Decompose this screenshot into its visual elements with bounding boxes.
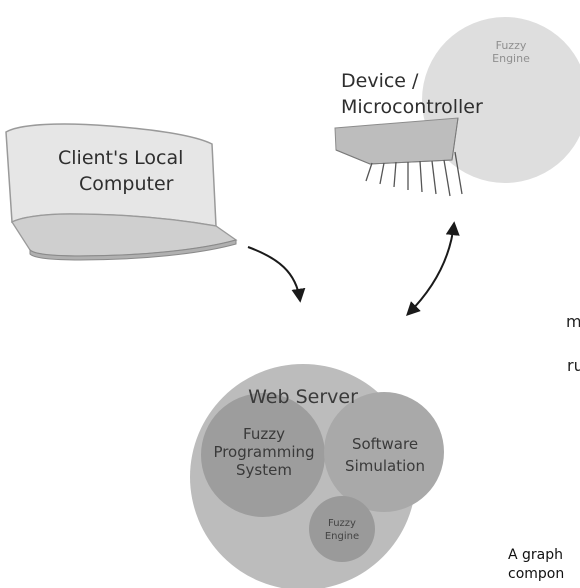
device-label-line2: Microcontroller	[341, 96, 483, 118]
side-text-line1: m	[566, 312, 580, 331]
sim-label-line1: Software	[351, 435, 419, 453]
caption-line1: A graph	[508, 547, 564, 563]
server-engine-label: Fuzzy Engine	[314, 517, 370, 543]
figure-caption: A graph compon	[508, 548, 564, 581]
laptop-icon	[5, 123, 238, 261]
microcontroller-chip-icon	[334, 117, 463, 197]
client-to-server-arrow	[247, 246, 306, 303]
device-engine-label: Fuzzy Engine	[484, 40, 538, 64]
device-label: Device / Microcontroller	[341, 72, 483, 117]
device-server-bidirectional-arrow	[406, 221, 460, 316]
server-engine-label-line2: Engine	[324, 531, 360, 542]
device-label-line1: Device /	[341, 70, 419, 92]
server-engine-label-line1: Fuzzy	[328, 518, 356, 529]
fps-label-line1: Fuzzy	[243, 425, 285, 443]
software-simulation-circle	[324, 392, 444, 512]
device-engine-label-line2: Engine	[492, 52, 530, 65]
fps-label-line3: System	[236, 461, 292, 479]
server-engine-circle	[309, 496, 375, 562]
fuzzy-programming-system-label: Fuzzy Programming System	[205, 425, 323, 479]
client-label: Client's Local Computer	[58, 149, 183, 194]
caption-line2: compon	[508, 566, 565, 582]
software-simulation-label: Software Simulation	[338, 433, 432, 477]
fps-label-line2: Programming	[213, 443, 315, 461]
device-engine-label-line1: Fuzzy	[495, 39, 527, 52]
web-server-label: Web Server	[248, 386, 358, 408]
client-label-line1: Client's Local	[58, 147, 184, 169]
client-label-line2: Computer	[79, 173, 174, 195]
device-engine-circle	[422, 17, 580, 183]
sim-label-line2: Simulation	[345, 457, 425, 475]
fuzzy-programming-system-circle	[201, 393, 325, 517]
side-text-line2: ru	[567, 356, 580, 375]
